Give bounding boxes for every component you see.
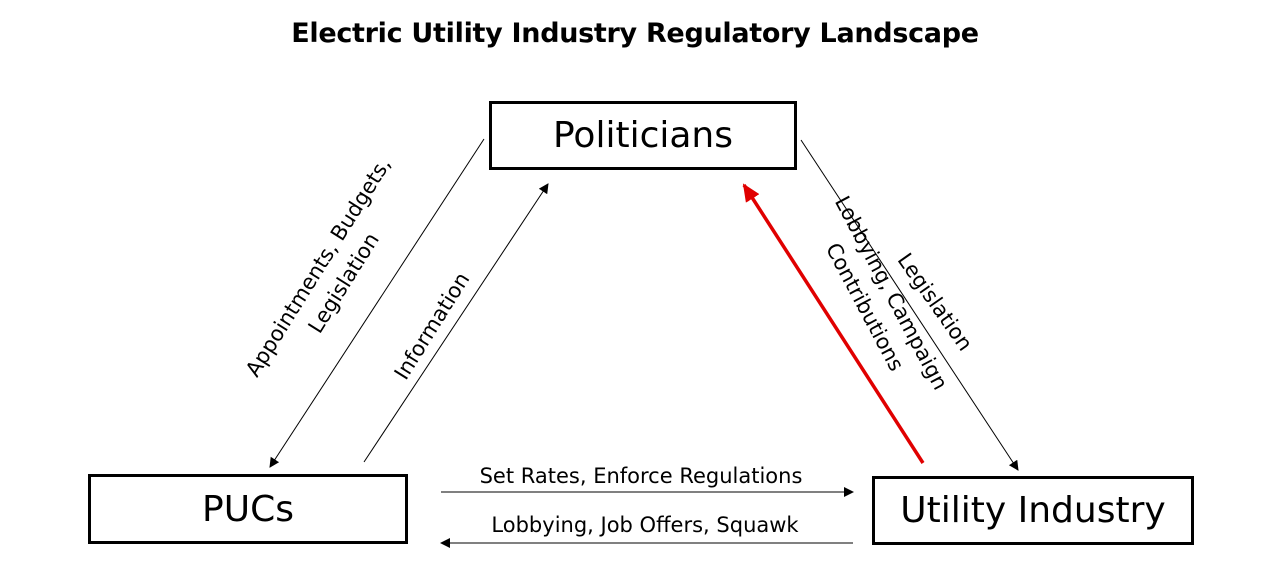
node-pucs-label: PUCs <box>202 488 294 530</box>
node-utility-industry-label: Utility Industry <box>900 490 1166 531</box>
edge-label-set-rates-enforce-regulations: Set Rates, Enforce Regulations <box>479 464 803 488</box>
node-pucs: PUCs <box>88 474 408 544</box>
arrow-politicians-to-utility <box>800 139 1019 471</box>
arrow-politicians-to-pucs <box>269 138 485 468</box>
arrow-pucs-to-politicians <box>363 183 549 463</box>
edge-label-lobbying-job-offers-squawk: Lobbying, Job Offers, Squawk <box>491 513 799 537</box>
diagram-title: Electric Utility Industry Regulatory Lan… <box>291 18 979 49</box>
node-utility-industry: Utility Industry <box>872 476 1194 545</box>
node-politicians: Politicians <box>489 101 797 170</box>
node-politicians-label: Politicians <box>553 115 733 156</box>
arrow-utility-to-politicians <box>742 183 925 464</box>
